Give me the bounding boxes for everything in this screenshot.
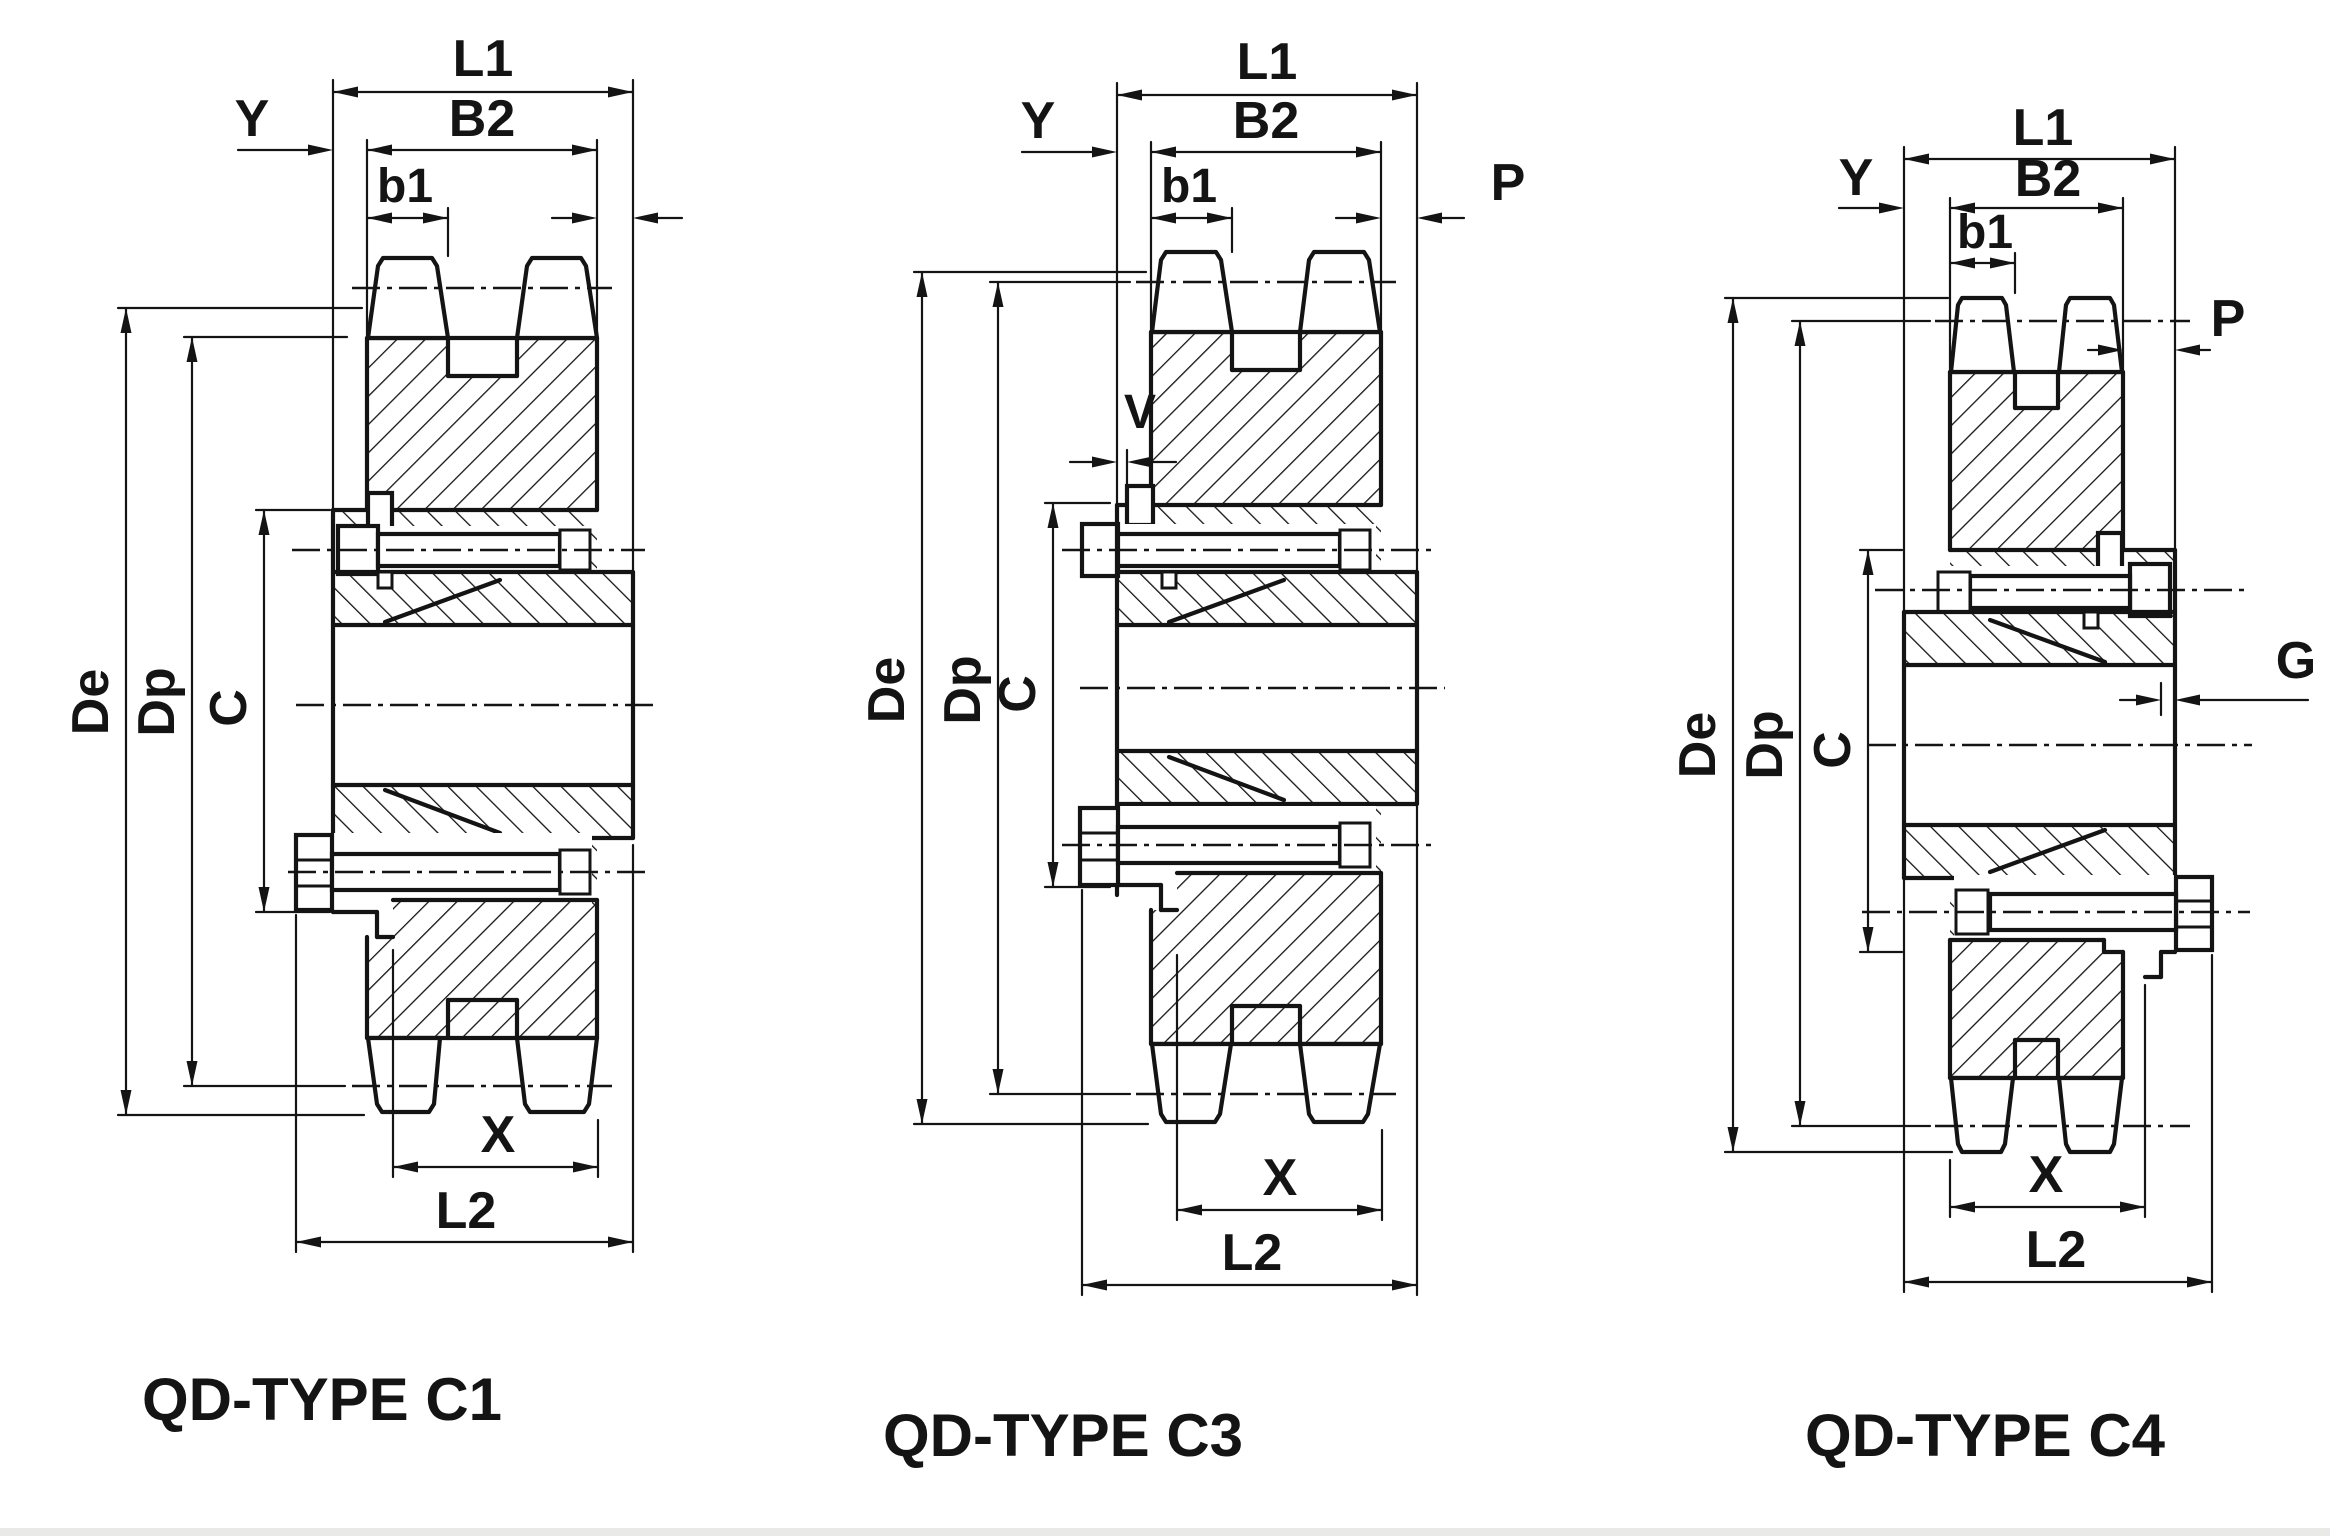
dim-label-b1-c3: b1: [1161, 160, 1217, 213]
dim-label-c-c3: C: [989, 675, 1047, 713]
dim-label-de-c4: De: [1669, 712, 1727, 778]
dim-label-y-c1: Y: [235, 90, 270, 148]
dim-label-dp-c1: Dp: [128, 667, 186, 736]
dim-label-l1-c4: L1: [2013, 99, 2074, 157]
dim-label-v-c3: V: [1124, 386, 1156, 439]
dim-label-y-c4: Y: [1839, 149, 1874, 207]
title-c1: QD-TYPE C1: [142, 1366, 502, 1433]
dim-label-b1-c4: b1: [1957, 206, 2013, 259]
dim-label-c-c1: C: [200, 689, 258, 727]
dim-label-dp-c3: Dp: [934, 655, 992, 724]
dim-label-b2-c4: B2: [2015, 150, 2081, 208]
dim-label-b1-c1: b1: [377, 160, 433, 213]
title-c3: QD-TYPE C3: [883, 1402, 1243, 1469]
dim-label-x-c4: X: [2029, 1146, 2064, 1204]
dim-label-x-c1: X: [481, 1106, 516, 1164]
title-c4: QD-TYPE C4: [1805, 1402, 2166, 1469]
dim-label-p-c4: P: [2211, 290, 2246, 348]
dim-label-b2-c3: B2: [1233, 92, 1299, 150]
scan-edge-artifact: [0, 1528, 2330, 1536]
dim-label-l2-c3: L2: [1222, 1224, 1283, 1282]
dim-label-p-c3: P: [1491, 154, 1526, 212]
dim-label-y-c3: Y: [1021, 92, 1056, 150]
dim-label-l1-c3: L1: [1237, 33, 1298, 91]
dim-label-de-c3: De: [858, 657, 916, 723]
dim-label-g-c4: G: [2276, 632, 2316, 690]
dim-label-dp-c4: Dp: [1736, 710, 1794, 779]
dim-label-de-c1: De: [62, 669, 120, 735]
dim-label-l1-c1: L1: [453, 30, 514, 88]
dim-label-x-c3: X: [1263, 1149, 1298, 1207]
dim-label-b2-c1: B2: [449, 90, 515, 148]
dim-label-c-c4: C: [1804, 731, 1862, 769]
dim-label-l2-c1: L2: [436, 1182, 497, 1240]
dim-label-l2-c4: L2: [2026, 1221, 2087, 1279]
